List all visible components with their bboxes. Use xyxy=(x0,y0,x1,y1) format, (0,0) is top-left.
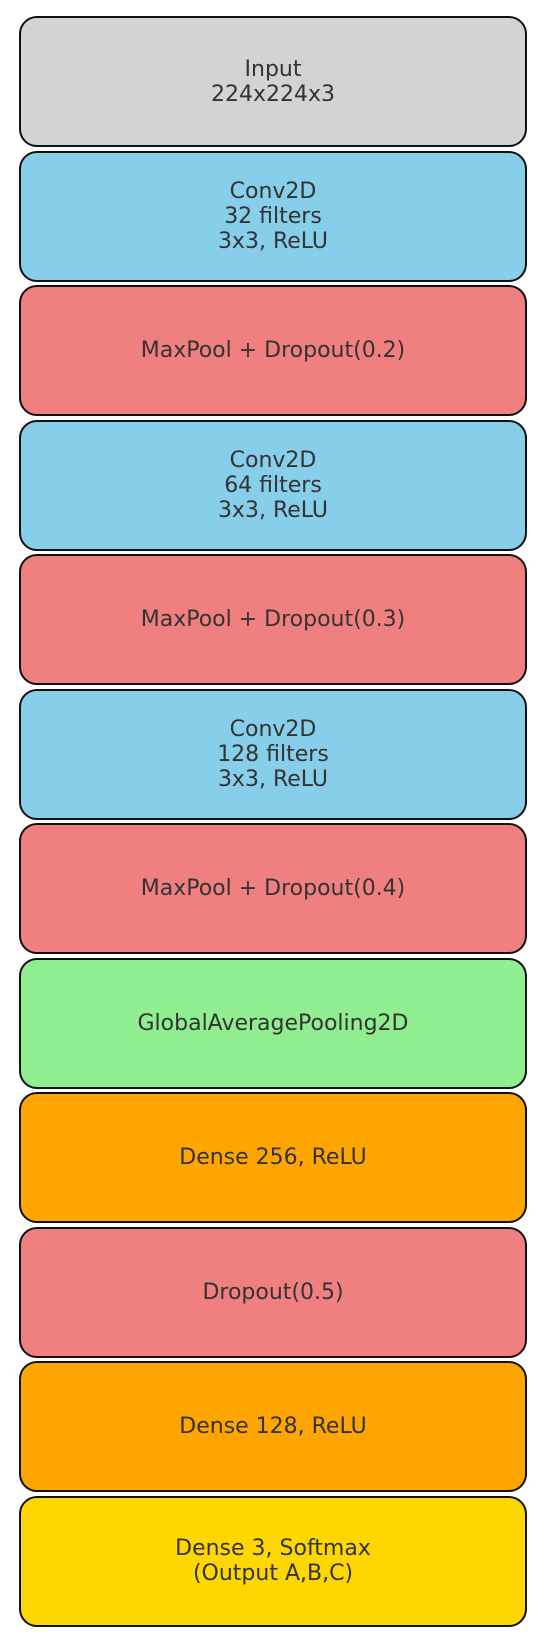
layer-label-line: 3x3, ReLU xyxy=(217,228,329,254)
layer-box-dense-9: Dense 256, ReLU xyxy=(19,1092,527,1223)
layer-label-line: Dense 128, ReLU xyxy=(179,1414,367,1439)
layer-box-dense-11: Dense 128, ReLU xyxy=(19,1361,527,1492)
layer-label-line: 224x224x3 xyxy=(210,81,336,107)
layer-label-line: Dropout(0.5) xyxy=(202,1279,344,1305)
layer-box-pool-dropout-5: MaxPool + Dropout(0.3) xyxy=(19,554,527,685)
layer-label-line: 64 filters xyxy=(224,472,322,498)
layer-label-line: 3x3, ReLU xyxy=(217,497,329,523)
layer-label-line: MaxPool + Dropout(0.2) xyxy=(140,338,406,363)
layer-box-global-pool-8: GlobalAveragePooling2D xyxy=(19,957,527,1089)
layer-box-output-12: Dense 3, Softmax(Output A,B,C) xyxy=(19,1495,527,1627)
layer-label-line: Conv2D xyxy=(229,716,317,742)
layer-label-line: Dense 3, Softmax xyxy=(175,1536,371,1561)
layer-label-line: MaxPool + Dropout(0.4) xyxy=(140,876,406,901)
layer-label-line: Dense 256, ReLU xyxy=(179,1145,367,1170)
layer-box-pool-dropout-3: MaxPool + Dropout(0.2) xyxy=(19,285,527,416)
layer-label-line: 128 filters xyxy=(217,741,329,767)
layer-label-line: 32 filters xyxy=(224,203,322,229)
layer-label-line: MaxPool + Dropout(0.3) xyxy=(140,607,406,632)
layer-label-line: 3x3, ReLU xyxy=(217,766,329,792)
layer-label-line: GlobalAveragePooling2D xyxy=(137,1010,409,1036)
layer-label-line: Conv2D xyxy=(229,447,317,473)
layer-box-pool-dropout-7: MaxPool + Dropout(0.4) xyxy=(19,823,527,954)
layer-label-line: (Output A,B,C) xyxy=(192,1561,354,1586)
layer-label-line: Input xyxy=(244,56,302,82)
layer-box-pool-dropout-10: Dropout(0.5) xyxy=(19,1226,527,1358)
layer-label-line: Conv2D xyxy=(229,178,317,204)
